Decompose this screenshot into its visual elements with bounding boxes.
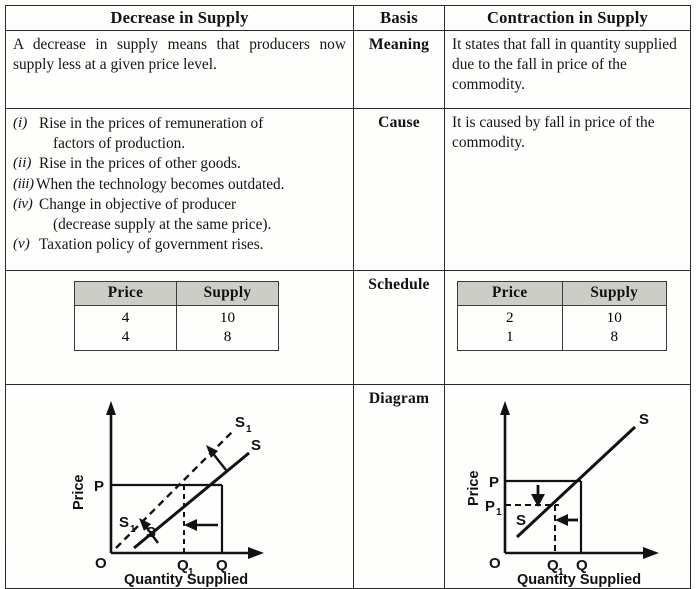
list-item: (ii) Rise in the prices of other goods. [13, 154, 346, 174]
basis-label-meaning: Meaning [353, 30, 445, 109]
schedule-table-contraction: Price Supply 2 10 1 8 [457, 281, 667, 351]
y-axis-arrowhead [106, 401, 116, 415]
list-text: Rise in the prices of remuneration of [39, 115, 264, 132]
contraction-in-supply-chart: S S P P 1 O Q 1 Q Price Quantity Supplie… [466, 401, 659, 588]
schedule-header-supply: Supply [561, 281, 667, 306]
x-axis-arrowhead [248, 547, 264, 559]
schedule-header-price: Price [457, 281, 563, 306]
list-item: (iii) When the technology becomes outdat… [13, 175, 346, 195]
diagram-right-cell: S S P P 1 O Q 1 Q Price Quantity Supplie… [444, 384, 691, 589]
x-axis-title: Quantity Supplied [517, 572, 641, 588]
list-text: Change in objective of producer [39, 196, 237, 213]
shift-arrow-upper-head [206, 445, 218, 458]
list-text: Taxation policy of government rises. [39, 236, 264, 254]
table-row-cause: (i) Rise in the prices of remuneration o… [5, 108, 691, 271]
schedule-cell-price: 1 [457, 327, 563, 351]
header-basis: Basis [353, 5, 445, 31]
cause-left-list-cell: (i) Rise in the prices of remuneration o… [5, 108, 354, 271]
curve-label-s1-upper: S [235, 414, 245, 431]
curve-label-s1-lower: S [119, 514, 129, 531]
schedule-table-decrease: Price Supply 4 10 4 8 [74, 281, 279, 351]
meaning-right-text: It states that fall in quantity supplied… [444, 30, 691, 109]
shift-arrow-lower-head [139, 518, 151, 531]
list-numeral: (iv) [13, 196, 33, 212]
y-axis-arrowhead [500, 401, 510, 415]
table-header-row: Price Supply [74, 281, 279, 306]
axis-origin-label: O [95, 555, 107, 572]
table-row: 4 8 [74, 327, 279, 351]
basis-label-schedule: Schedule [353, 270, 445, 385]
schedule-cell-supply: 8 [561, 327, 667, 351]
header-contraction-in-supply: Contraction in Supply [444, 5, 691, 31]
table-row-schedule: Price Supply 4 10 4 8 Schedule [5, 270, 691, 385]
axis-tick-label-p: P [489, 474, 499, 491]
header-decrease-in-supply: Decrease in Supply [5, 5, 354, 31]
list-text: When the technology becomes outdated. [36, 175, 285, 193]
page-background: Decrease in Supply Basis Contraction in … [5, 5, 691, 589]
curve-label-s-top: S [639, 411, 649, 428]
table-header-row: Price Supply [457, 281, 667, 306]
list-continuation: factors of production. [53, 134, 186, 152]
schedule-cell-price: 2 [457, 305, 563, 328]
y-axis-title: Price [71, 475, 87, 510]
schedule-cell-price: 4 [74, 305, 177, 328]
curve-label-s1-lower-sub: 1 [130, 524, 136, 535]
quantity-decrease-arrowhead [184, 519, 197, 531]
table-row: 1 8 [457, 327, 667, 351]
curve-label-s-upper: S [251, 437, 261, 454]
list-numeral: (i) [13, 115, 28, 131]
diagram-left-cell: S 1 S S 1 S P O Q 1 Q Price Quantity Sup… [5, 384, 354, 589]
curve-label-s1-upper-sub: 1 [246, 424, 252, 435]
list-numeral: (ii) [13, 155, 32, 172]
list-numeral: (iii) [13, 175, 34, 192]
cause-right-text: It is caused by fall in price of the com… [444, 108, 691, 271]
supply-curve-s [133, 451, 250, 550]
table-row: 4 10 [74, 305, 279, 328]
axis-tick-label-p: P [94, 478, 104, 495]
table-row-diagram: S 1 S S 1 S P O Q 1 Q Price Quantity Sup… [5, 384, 691, 589]
x-axis-title: Quantity Supplied [124, 572, 248, 588]
list-numeral: (v) [13, 236, 30, 253]
basis-label-cause: Cause [353, 108, 445, 271]
list-continuation: (decrease supply at the same price). [53, 215, 272, 233]
curve-label-s-lower: S [146, 524, 156, 541]
schedule-cell-supply: 8 [176, 327, 279, 351]
table-row-meaning: A decrease in supply means that producer… [5, 30, 691, 109]
schedule-header-price: Price [74, 281, 177, 306]
meaning-left-text: A decrease in supply means that producer… [5, 30, 354, 109]
list-item: (v) Taxation policy of government rises. [13, 235, 346, 255]
quantity-decrease-arrowhead [555, 514, 568, 526]
curve-label-s-bottom: S [516, 512, 526, 529]
decrease-in-supply-chart: S 1 S S 1 S P O Q 1 Q Price Quantity Sup… [71, 401, 264, 588]
schedule-right-cell: Price Supply 2 10 1 8 [444, 270, 691, 385]
table-row: 2 10 [457, 305, 667, 328]
basis-label-diagram: Diagram [353, 384, 445, 589]
axis-tick-label-p1-sub: 1 [496, 507, 502, 518]
schedule-header-supply: Supply [176, 281, 279, 306]
cause-list: (i) Rise in the prices of remuneration o… [13, 114, 346, 255]
axis-tick-label-p1: P [485, 498, 495, 515]
table-header-row: Decrease in Supply Basis Contraction in … [5, 5, 691, 31]
supply-curve-s1-shifted [115, 429, 235, 549]
schedule-cell-price: 4 [74, 327, 177, 351]
schedule-left-cell: Price Supply 4 10 4 8 [5, 270, 354, 385]
axis-origin-label: O [489, 555, 501, 572]
list-item: (i) Rise in the prices of remuneration o… [13, 114, 346, 154]
price-decrease-arrowhead [531, 494, 545, 507]
list-text: Rise in the prices of other goods. [39, 155, 241, 173]
schedule-cell-supply: 10 [176, 305, 279, 328]
list-item: (iv) Change in objective of producer (de… [13, 195, 346, 235]
schedule-cell-supply: 10 [561, 305, 667, 328]
comparison-table: Decrease in Supply Basis Contraction in … [5, 5, 691, 589]
y-axis-title: Price [466, 471, 482, 506]
x-axis-arrowhead [643, 547, 659, 559]
